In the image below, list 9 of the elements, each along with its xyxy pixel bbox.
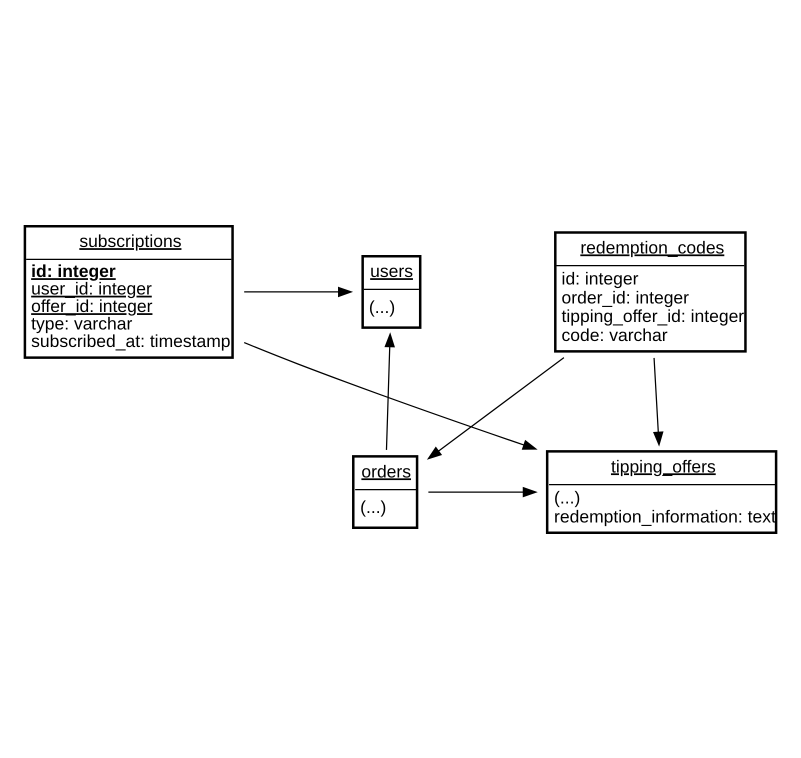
node-box: redemption_codes id: integer order_id: integer tipping_offer_id: integer code: varchar [554, 230, 747, 352]
arrow [384, 332, 395, 450]
arrow [426, 356, 564, 460]
node-box: users (...) [361, 254, 422, 328]
arrow [653, 357, 664, 446]
arrow [244, 286, 354, 297]
node-box: subscriptions id: integer user_id: integer offer_id: integer type: varchar subscribed_at: timestamp [24, 224, 234, 358]
arrow [244, 342, 538, 450]
arrow [428, 486, 538, 497]
